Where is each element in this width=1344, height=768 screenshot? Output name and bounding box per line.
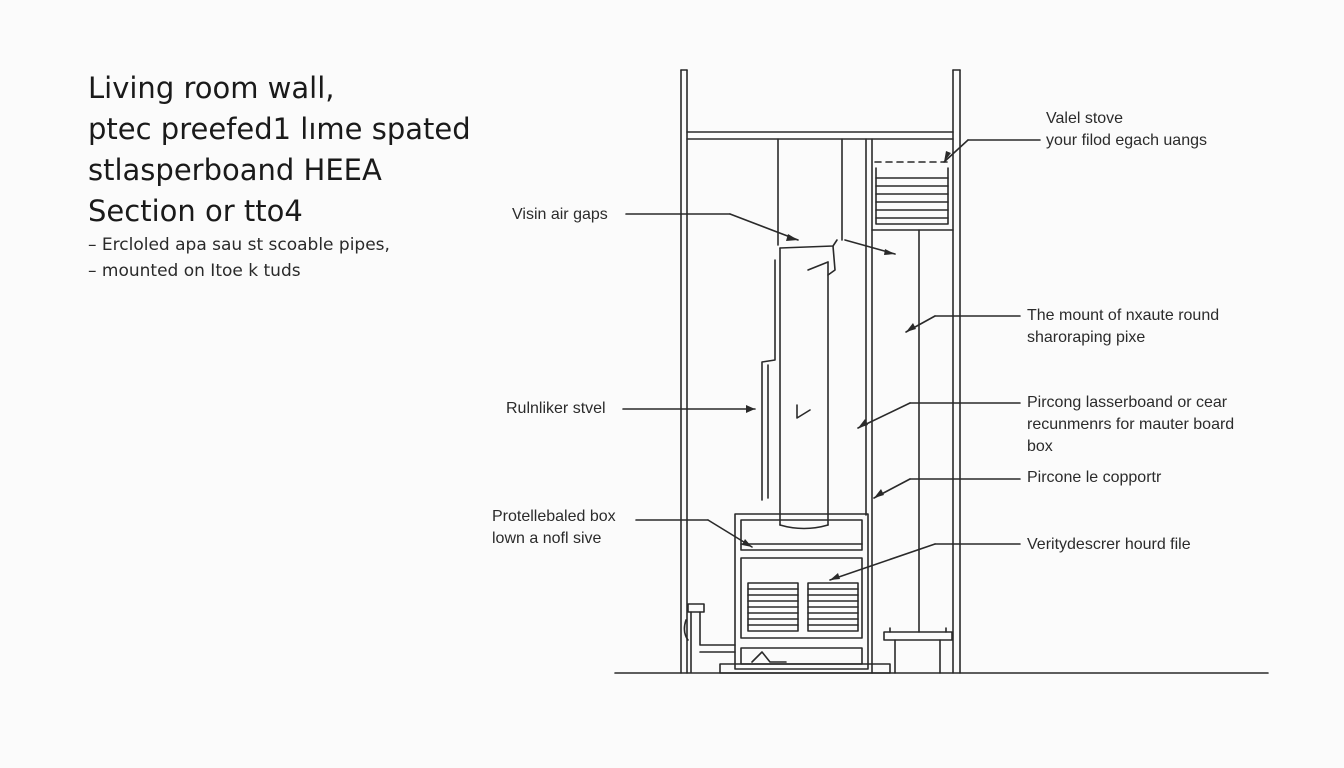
flue-pipe bbox=[761, 239, 838, 530]
label-line: Protellebaled box bbox=[492, 508, 616, 525]
label-mount-round-pipe: The mount of nxaute round sharoraping pi… bbox=[1027, 305, 1219, 349]
label-verity-descr: Veritydescrer hourd file bbox=[1027, 536, 1191, 553]
title-line-4: Section or tto4 bbox=[88, 194, 303, 228]
pipe-fitting bbox=[683, 603, 736, 673]
top-vent bbox=[874, 161, 951, 225]
label-line: Pircong lasserboand or cear bbox=[1027, 394, 1228, 411]
label-plasterboard: Pircong lasserboand or cear recunmenrs f… bbox=[1027, 392, 1234, 458]
label-visin-air-gaps: Visin air gaps bbox=[512, 206, 608, 223]
inner-board-right bbox=[871, 229, 954, 633]
label-line: lown a nofl sive bbox=[492, 530, 602, 547]
stove-box bbox=[719, 513, 891, 674]
label-pircone-copportr: Pircone le copportr bbox=[1027, 469, 1162, 486]
title-line-2: ptec preefed1 lıme spated bbox=[88, 112, 471, 146]
arrowheads bbox=[742, 151, 951, 580]
leader-line-verity bbox=[829, 543, 936, 581]
right-stud bbox=[952, 69, 961, 674]
left-stud bbox=[680, 69, 688, 674]
leader-line-visin-air-gaps bbox=[729, 213, 799, 241]
label-protellebaled-box: Protellebaled box lown a nofl sive bbox=[492, 506, 616, 550]
label-line: box bbox=[1027, 438, 1053, 455]
label-line: Valel stove bbox=[1046, 110, 1124, 127]
notes-list: – Ercloled apa sau st scoable pipes, – m… bbox=[88, 232, 390, 284]
top-plate bbox=[686, 131, 954, 140]
diagram-title: Living room wall, ptec preefed1 lıme spa… bbox=[88, 68, 471, 232]
label-line: sharoraping pixe bbox=[1027, 329, 1146, 346]
label-line: recunmenrs for mauter board bbox=[1027, 416, 1235, 433]
note-item: – Ercloled apa sau st scoable pipes, bbox=[88, 235, 390, 255]
title-line-1: Living room wall, bbox=[88, 71, 335, 105]
label-line: your filod egach uangs bbox=[1046, 132, 1207, 149]
inner-board-left bbox=[777, 138, 873, 674]
title-line-3: stlasperboand HEEA bbox=[88, 153, 382, 187]
label-valel-stove: Valel stove your filod egach uangs bbox=[1046, 108, 1207, 152]
label-line: The mount of nxaute round bbox=[1027, 307, 1220, 324]
leader-line-valel-stove bbox=[943, 139, 969, 163]
note-item: – mounted on Itoe k tuds bbox=[88, 261, 301, 281]
label-ruinliker-stvel: Rulnliker stvel bbox=[506, 400, 606, 417]
floor-bench bbox=[883, 627, 953, 674]
